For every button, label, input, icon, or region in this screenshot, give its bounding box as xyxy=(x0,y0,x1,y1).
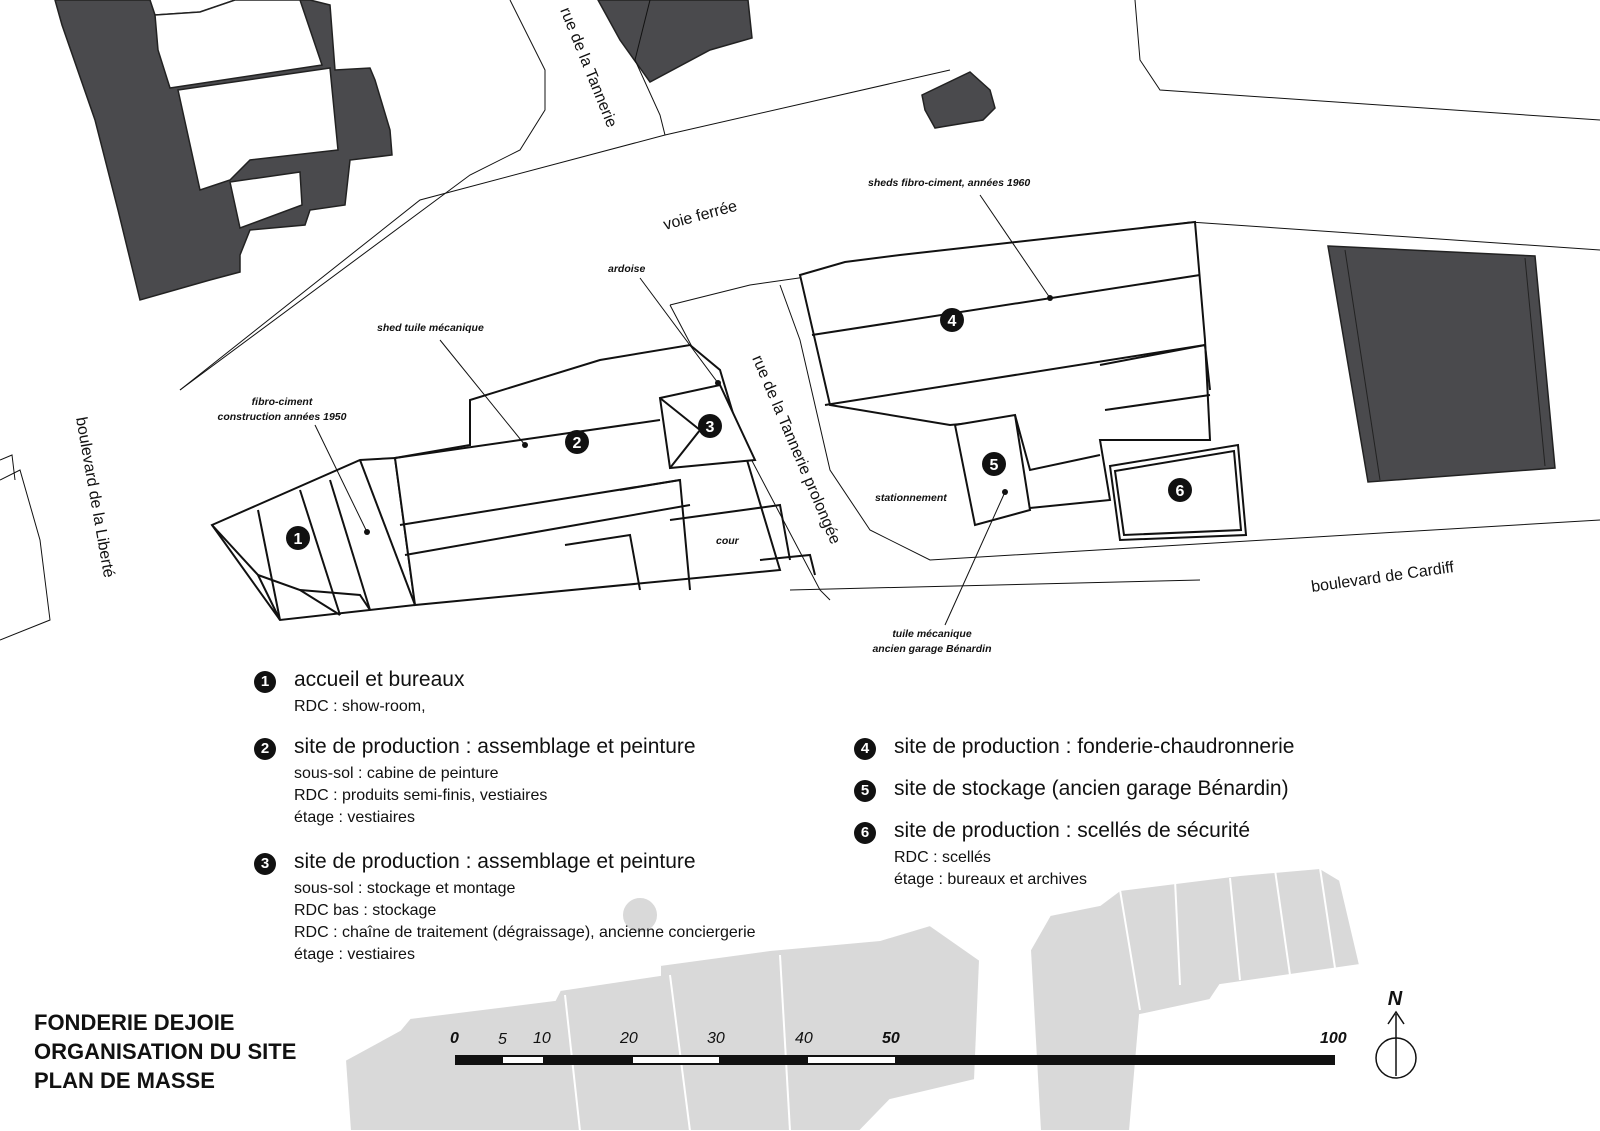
street-outlines xyxy=(0,0,1600,641)
legend-title-2: site de production : assemblage et peint… xyxy=(294,735,696,758)
legend-badge-3: 3 xyxy=(254,853,276,875)
legend-line: RDC : scellés xyxy=(894,849,991,866)
title-block: FONDERIE DEJOIE ORGANISATION DU SITE PLA… xyxy=(34,1008,296,1095)
scale-bar: 0 5 10 20 30 40 50 100 xyxy=(450,1030,1347,1065)
annotation-shed-tuile: shed tuile mécanique xyxy=(377,322,484,334)
scale-label-50: 50 xyxy=(882,1030,900,1047)
legend-line: sous-sol : cabine de peinture xyxy=(294,765,499,782)
legend-line: étage : vestiaires xyxy=(294,946,415,963)
map-marker-2: 2 xyxy=(565,430,589,454)
legend-badge-5: 5 xyxy=(854,780,876,802)
legend-line: RDC : chaîne de traitement (dégraissage)… xyxy=(294,924,756,941)
label-stationnement: stationnement xyxy=(875,492,947,504)
scale-label-10: 10 xyxy=(533,1030,551,1047)
label-boulevard-cardiff: boulevard de Cardiff xyxy=(1310,559,1455,596)
legend-line: étage : bureaux et archives xyxy=(894,871,1088,888)
scale-label-0: 0 xyxy=(450,1030,459,1047)
annotation-ardoise: ardoise xyxy=(608,263,646,275)
annotation-ancien-garage: ancien garage Bénardin xyxy=(872,643,991,655)
legend-line: RDC : produits semi-finis, vestiaires xyxy=(294,787,548,804)
svg-text:5: 5 xyxy=(990,457,999,474)
map-marker-3: 3 xyxy=(698,414,722,438)
annotation-tuile-mecanique: tuile mécanique xyxy=(892,628,972,640)
legend-badge-4: 4 xyxy=(854,738,876,760)
scale-label-20: 20 xyxy=(619,1030,638,1047)
svg-text:6: 6 xyxy=(1176,483,1185,500)
title-line-1: FONDERIE DEJOIE xyxy=(34,1010,235,1035)
map-markers: 1 2 3 4 5 6 xyxy=(286,308,1192,550)
svg-text:1: 1 xyxy=(294,531,303,548)
dark-building-right xyxy=(1327,245,1556,483)
scale-label-100: 100 xyxy=(1320,1030,1347,1047)
svg-text:3: 3 xyxy=(706,419,715,436)
legend-title-3: site de production : assemblage et peint… xyxy=(294,850,696,873)
svg-text:2: 2 xyxy=(573,435,582,452)
map-marker-5: 5 xyxy=(982,452,1006,476)
svg-text:4: 4 xyxy=(948,313,957,330)
scale-label-30: 30 xyxy=(707,1030,725,1047)
map-marker-1: 1 xyxy=(286,526,310,550)
site-buildings xyxy=(210,220,1248,622)
north-arrow-icon: N xyxy=(1375,988,1417,1079)
legend-line: RDC : show-room, xyxy=(294,698,426,715)
legend-badge-2: 2 xyxy=(254,738,276,760)
legend-line: sous-sol : stockage et montage xyxy=(294,880,516,897)
legend-title-6: site de production : scellés de sécurité xyxy=(894,819,1251,842)
annotation-construction-1950: construction années 1950 xyxy=(218,411,347,423)
svg-text:N: N xyxy=(1388,988,1403,1010)
scale-label-40: 40 xyxy=(795,1030,813,1047)
title-line-2: ORGANISATION DU SITE xyxy=(34,1039,297,1064)
map-marker-4: 4 xyxy=(940,308,964,332)
leader-lines xyxy=(314,194,1051,626)
legend-badge-1: 1 xyxy=(254,671,276,693)
legend-line: étage : vestiaires xyxy=(294,809,415,826)
annotation-fibro-ciment: fibro-ciment xyxy=(252,396,313,408)
scale-label-5: 5 xyxy=(498,1031,507,1048)
legend-line: RDC bas : stockage xyxy=(294,902,437,919)
map-marker-6: 6 xyxy=(1168,478,1192,502)
annotation-sheds-fibro: sheds fibro-ciment, années 1960 xyxy=(868,177,1030,189)
title-line-3: PLAN DE MASSE xyxy=(34,1068,215,1093)
legend-title-5: site de stockage (ancien garage Bénardin… xyxy=(894,777,1289,800)
label-voie-ferree: voie ferrée xyxy=(662,198,740,234)
light-buildings xyxy=(343,866,1362,1131)
label-cour: cour xyxy=(716,535,740,547)
legend-title-1: accueil et bureaux xyxy=(294,668,465,691)
legend-title-4: site de production : fonderie-chaudronne… xyxy=(894,735,1295,758)
label-boulevard-liberte: boulevard de la Liberté xyxy=(72,416,117,579)
legend-badge-6: 6 xyxy=(854,822,876,844)
